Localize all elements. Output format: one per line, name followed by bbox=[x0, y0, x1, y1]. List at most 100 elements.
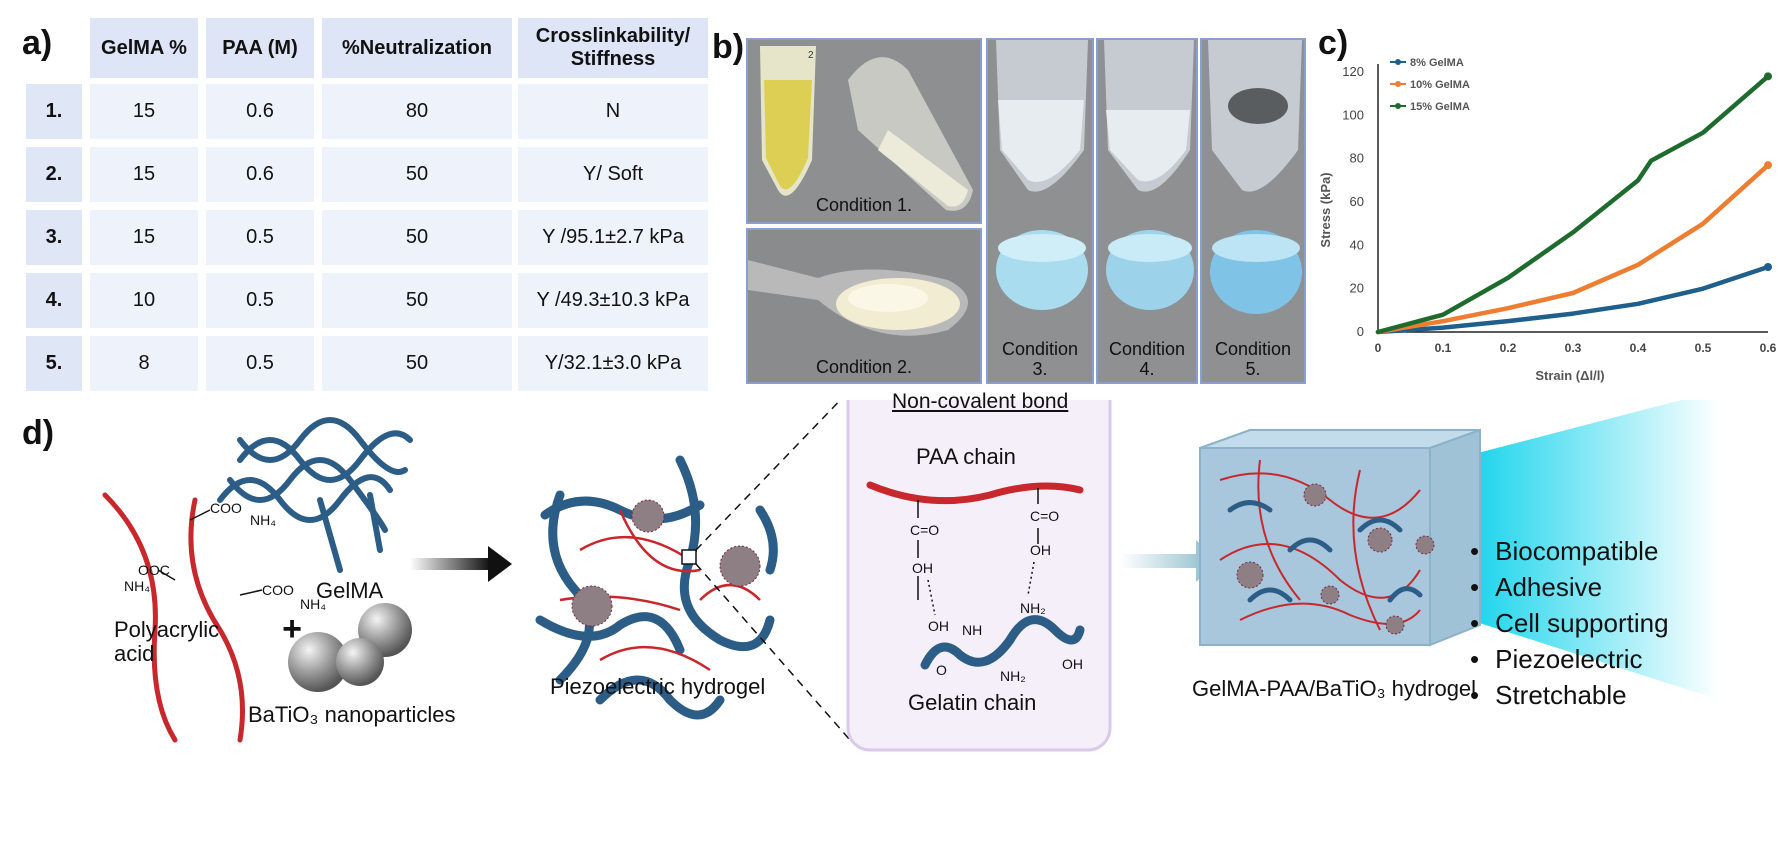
chart-legend-marker bbox=[1395, 81, 1401, 87]
chart-y-tick-label: 0 bbox=[1357, 324, 1364, 339]
chart-y-tick-label: 60 bbox=[1350, 194, 1364, 209]
table-cell-paa: 0.5 bbox=[206, 273, 314, 328]
panel-label-b: b) bbox=[712, 28, 745, 66]
ooc-label: OOC bbox=[138, 562, 170, 578]
paa-chain-label: PAA chain bbox=[916, 444, 1016, 469]
oh-label-3: OH bbox=[928, 618, 949, 634]
table-cell-stiffness: Y /95.1±2.7 kPa bbox=[518, 210, 708, 265]
polyacrylic-acid-label: Polyacrylic acid bbox=[114, 617, 220, 667]
chart-legend-label: 8% GelMA bbox=[1410, 57, 1464, 69]
property-item: Cell supporting bbox=[1470, 608, 1668, 639]
chart-y-axis-label: Stress (kPa) bbox=[1318, 172, 1333, 247]
property-list: Biocompatible Adhesive Cell supporting P… bbox=[1470, 536, 1669, 716]
chart-legend-label: 10% GelMA bbox=[1410, 79, 1470, 91]
nanoparticles-icon bbox=[288, 603, 412, 692]
table-cell-gelma: 15 bbox=[90, 210, 198, 265]
co-label-2: C=O bbox=[1030, 508, 1060, 524]
chart-x-tick-label: 0.2 bbox=[1500, 341, 1517, 355]
oh-label-1: OH bbox=[912, 560, 933, 576]
table-cell-gelma: 10 bbox=[90, 273, 198, 328]
chart-x-tick-label: 0.5 bbox=[1695, 341, 1712, 355]
property-item: Stretchable bbox=[1470, 680, 1669, 711]
property-item: Adhesive bbox=[1470, 572, 1669, 603]
nh2-label-2: NH₂ bbox=[1000, 668, 1026, 684]
table-cell-neutralization: 80 bbox=[322, 84, 512, 139]
nanoparticles-label: BaTiO₃ nanoparticles bbox=[248, 702, 456, 727]
chart-series-line bbox=[1375, 264, 1771, 335]
chart-legend-marker bbox=[1395, 103, 1401, 109]
table-header-neutralization: %Neutralization bbox=[322, 18, 512, 78]
chart-y-tick-label: 120 bbox=[1342, 64, 1364, 79]
chart-x-tick-label: 0.4 bbox=[1630, 341, 1647, 355]
chart-series-line bbox=[1375, 162, 1771, 335]
nh4-label-3: NH₄ bbox=[300, 596, 326, 612]
tubes-condition-1: 2 bbox=[748, 40, 980, 222]
table-cell-gelma: 15 bbox=[90, 147, 198, 202]
table-cell-neutralization: 50 bbox=[322, 147, 512, 202]
chart-series-line bbox=[1375, 74, 1771, 335]
panel-label-c: c) bbox=[1318, 24, 1349, 62]
noncovalent-bond-title: Non-covalent bond bbox=[892, 390, 1069, 413]
caption-condition-5: Condition 5. bbox=[1214, 339, 1292, 380]
table-header-stiffness: Crosslinkability/ Stiffness bbox=[518, 18, 708, 78]
caption-condition-4: Condition 4. bbox=[1108, 339, 1186, 380]
table-cell-stiffness: Y/32.1±3.0 kPa bbox=[518, 336, 708, 391]
photo-condition-2: Condition 2. bbox=[746, 228, 982, 384]
paa-chain-icon bbox=[866, 481, 1084, 616]
piezoelectric-hydrogel-network-icon bbox=[535, 455, 778, 720]
reaction-arrow-icon bbox=[410, 546, 512, 582]
chart-series-endpoint bbox=[1764, 161, 1772, 170]
tube-mark: 2 bbox=[808, 50, 814, 61]
caption-condition-2: Condition 2. bbox=[815, 357, 913, 378]
table-cell-gelma: 15 bbox=[90, 84, 198, 139]
nh4-label-2: NH₄ bbox=[124, 578, 150, 594]
chart-legend-marker bbox=[1395, 59, 1401, 65]
oh-label-4: OH bbox=[1062, 656, 1083, 672]
table-cell-index: 5. bbox=[26, 336, 82, 391]
gelatin-chain-label: Gelatin chain bbox=[908, 690, 1037, 715]
chart-series-endpoint bbox=[1764, 263, 1772, 271]
photo-condition-4: Condition 4. bbox=[1096, 38, 1198, 384]
table-cell-index: 1. bbox=[26, 84, 82, 139]
oh-label-2: OH bbox=[1030, 542, 1051, 558]
hydrogel-cube-icon bbox=[1199, 428, 1481, 647]
gelatin-chain-icon bbox=[920, 615, 1085, 670]
chart-x-tick-label: 0.6 bbox=[1760, 341, 1777, 355]
chart-x-tick-label: 0 bbox=[1375, 341, 1382, 355]
o-label: O bbox=[936, 662, 947, 678]
nh-label: NH bbox=[962, 622, 983, 638]
photo-condition-3: Condition 3. bbox=[986, 38, 1094, 384]
table-cell-index: 3. bbox=[26, 210, 82, 265]
gelma-label: GelMA bbox=[316, 578, 384, 603]
table-cell-paa: 0.6 bbox=[206, 84, 314, 139]
panel-label-a: a) bbox=[22, 24, 53, 62]
table-cell-neutralization: 50 bbox=[322, 273, 512, 328]
chart-series-endpoint bbox=[1764, 72, 1772, 81]
chart-x-axis-label: Strain (Δl/l) bbox=[1535, 368, 1604, 383]
gelma-helix-icon bbox=[217, 417, 413, 573]
table-cell-index: 4. bbox=[26, 273, 82, 328]
photo-condition-1: 2 Condition 1. bbox=[746, 38, 982, 224]
piezoelectric-hydrogel-label: Piezoelectric hydrogel bbox=[550, 674, 766, 699]
nh2-label-1: NH₂ bbox=[1020, 600, 1046, 616]
chart-legend-label: 15% GelMA bbox=[1410, 101, 1470, 113]
caption-condition-1: Condition 1. bbox=[815, 195, 913, 216]
property-item: Biocompatible bbox=[1470, 536, 1669, 567]
chart-x-tick-label: 0.1 bbox=[1435, 341, 1452, 355]
spoon-condition-2 bbox=[748, 230, 980, 382]
chart-x-tick-label: 0.3 bbox=[1565, 341, 1582, 355]
table-cell-paa: 0.5 bbox=[206, 210, 314, 265]
chart-y-tick-label: 40 bbox=[1350, 237, 1364, 252]
nh4-label-1: NH₄ bbox=[250, 512, 276, 528]
table-cell-paa: 0.5 bbox=[206, 336, 314, 391]
plus-sign: + bbox=[282, 610, 302, 648]
coo-label-2: COO bbox=[262, 582, 294, 598]
chart-y-tick-label: 100 bbox=[1342, 107, 1364, 122]
table-cell-stiffness: Y/ Soft bbox=[518, 147, 708, 202]
table-cell-paa: 0.6 bbox=[206, 147, 314, 202]
tube-and-gel-condition-3 bbox=[988, 40, 1092, 382]
table-header-gelma: GelMA % bbox=[90, 18, 198, 78]
table-cell-stiffness: Y /49.3±10.3 kPa bbox=[518, 273, 708, 328]
coo-label-1: COO bbox=[210, 500, 242, 516]
